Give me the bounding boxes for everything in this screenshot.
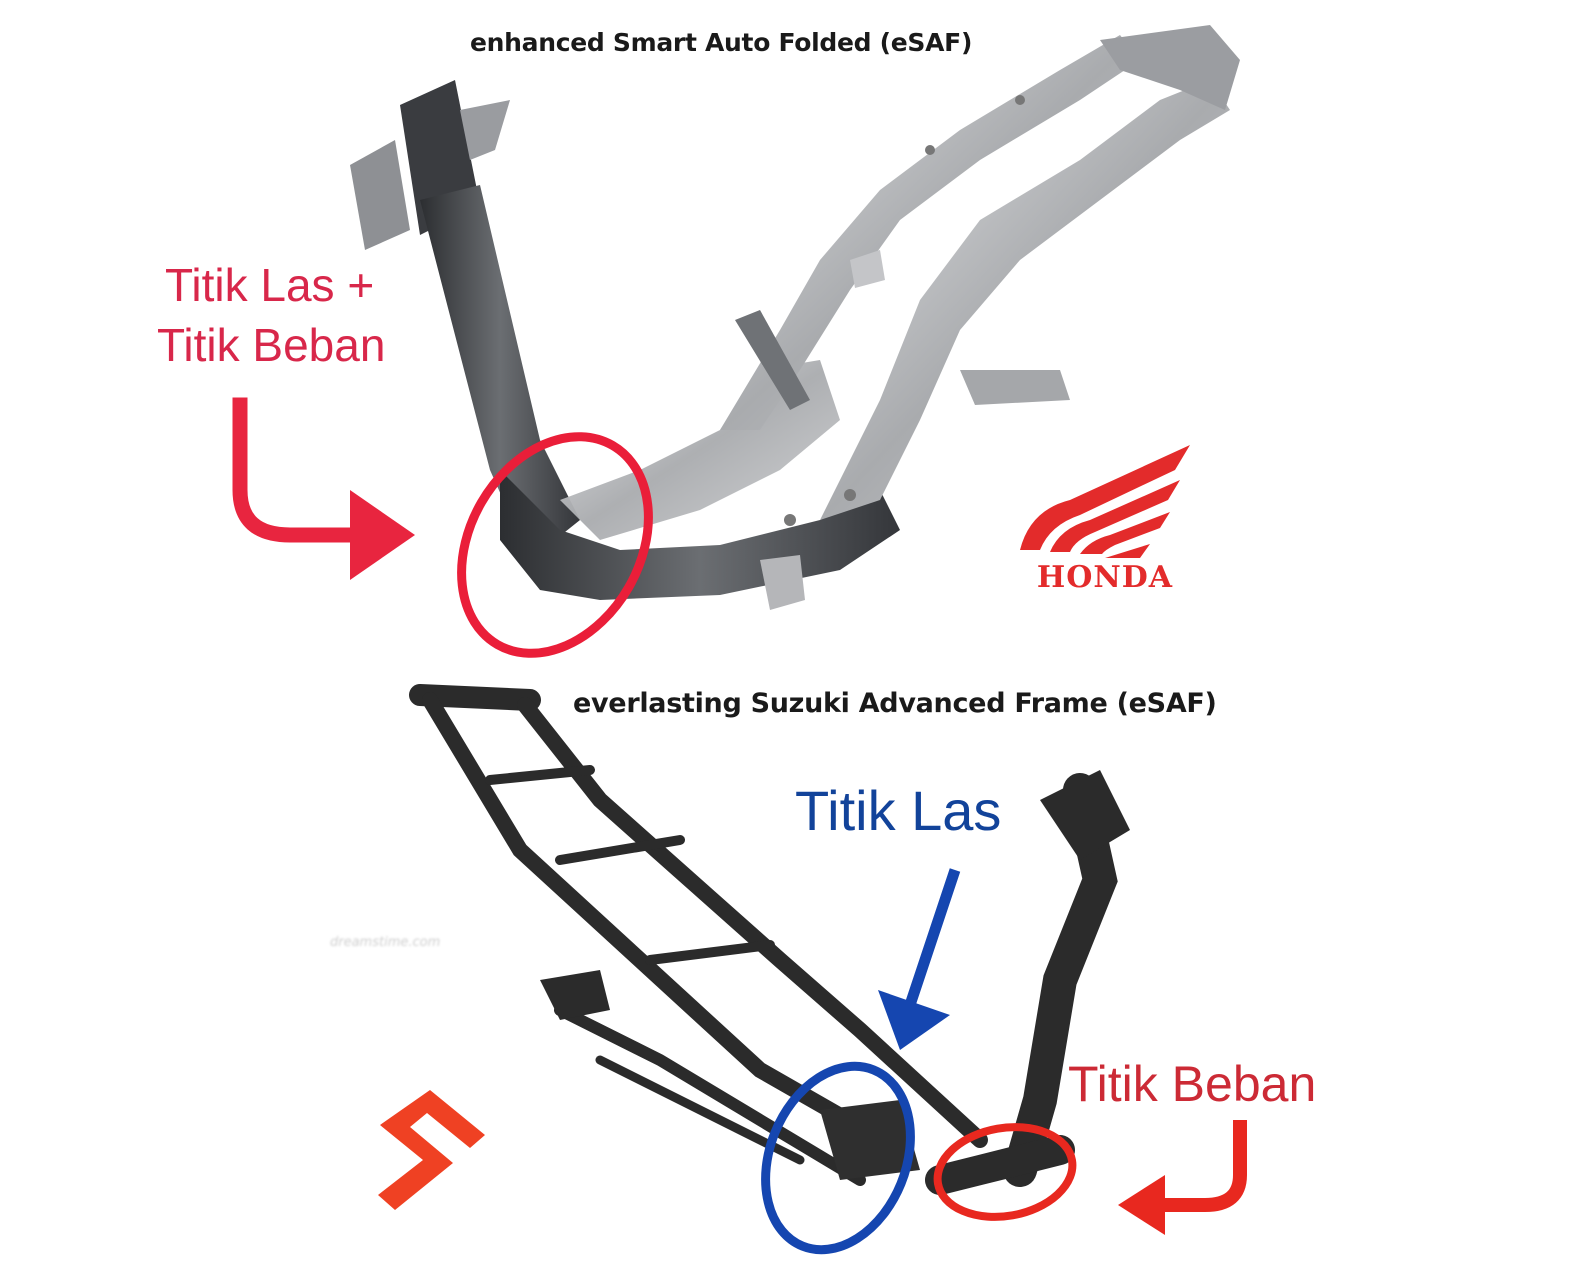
honda-annotation-arrow-icon [232, 397, 415, 580]
suzuki-s-icon [378, 1090, 485, 1210]
honda-annotation-line2: Titik Beban [157, 319, 386, 371]
honda-logo: HONDA [1010, 440, 1200, 600]
watermark-text: dreamstime.com [330, 935, 441, 950]
suzuki-frame-title: everlasting Suzuki Advanced Frame (eSAF) [573, 688, 1217, 719]
honda-annotation-text: Titik Las + Titik Beban [157, 255, 385, 375]
suzuki-weld-label: Titik Las [795, 779, 1002, 842]
suzuki-weld-highlight-ellipse [761, 1061, 915, 1255]
honda-weld-highlight-ellipse [457, 432, 653, 658]
suzuki-load-arrow-icon [1118, 1120, 1247, 1235]
suzuki-load-label: Titik Beban [1068, 1056, 1317, 1112]
honda-logo-text: HONDA [1036, 560, 1174, 595]
suzuki-weld-arrow-icon [878, 868, 961, 1050]
honda-frame-title: enhanced Smart Auto Folded (eSAF) [470, 28, 973, 57]
honda-annotation-line1: Titik Las + [165, 259, 375, 311]
honda-wing-icon [1020, 445, 1190, 558]
suzuki-load-highlight-ellipse [933, 1123, 1077, 1221]
